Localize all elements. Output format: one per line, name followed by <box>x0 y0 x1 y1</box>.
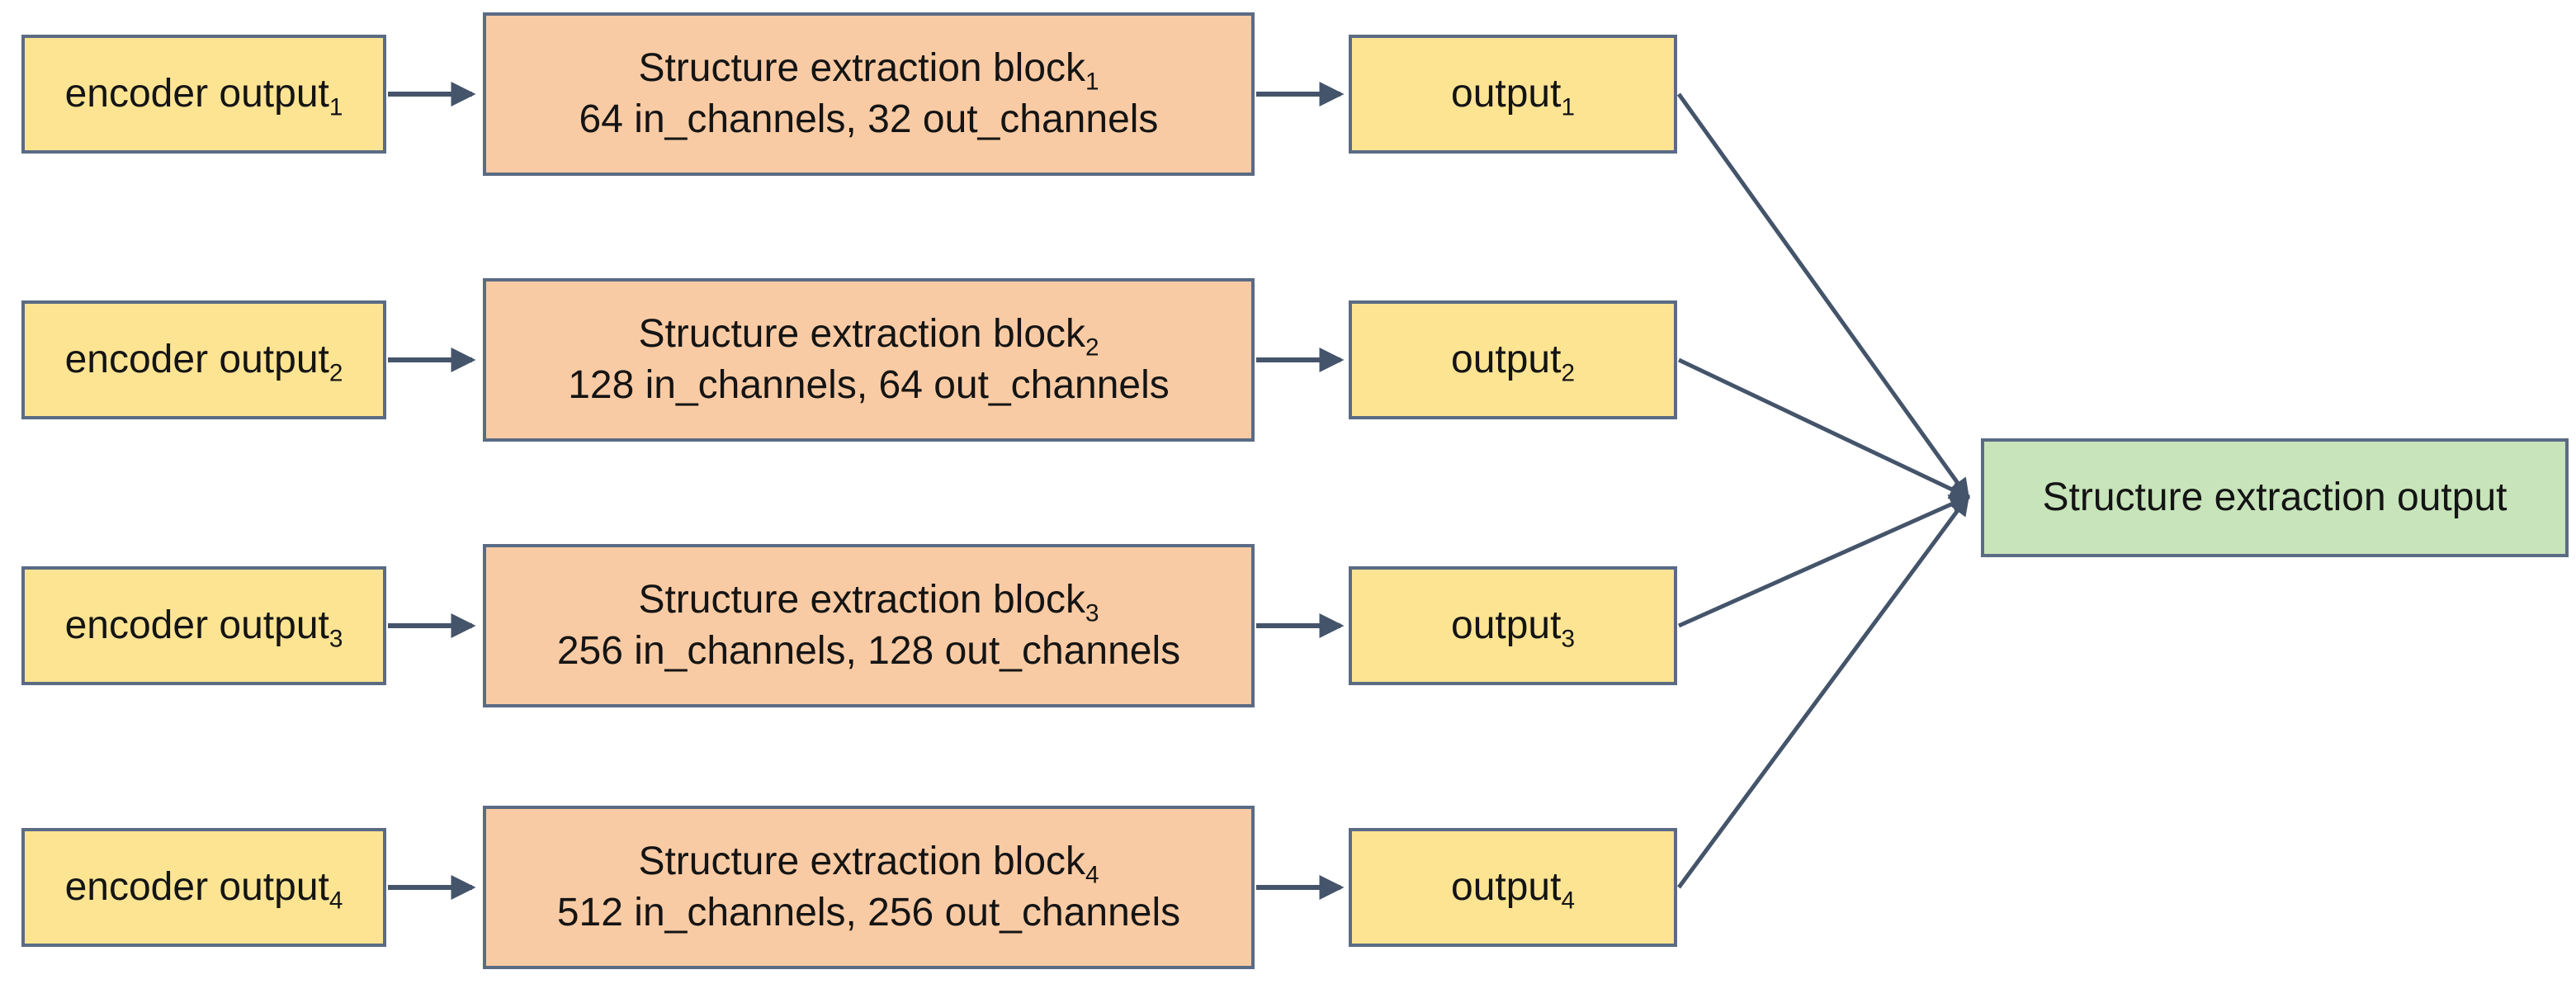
output-1-label: output1 <box>1451 72 1575 121</box>
line-output3-to-final <box>1677 494 1971 628</box>
block-4-channels: 512 in_channels, 256 out_channels <box>556 891 1181 934</box>
structure-extraction-block-2-box: Structure extraction block2 128 in_chann… <box>483 278 1255 442</box>
structure-extraction-block-4-box: Structure extraction block4 512 in_chann… <box>483 806 1255 969</box>
encoder-output-1-label: encoder output1 <box>64 72 343 121</box>
output-1-box: output1 <box>1349 35 1677 154</box>
structure-extraction-output-box: Structure extraction output <box>1981 438 2569 557</box>
block-2-title: Structure extraction block2 <box>638 312 1099 362</box>
structure-extraction-output-label: Structure extraction output <box>2042 475 2507 519</box>
block-3-title: Structure extraction block3 <box>638 578 1099 627</box>
output-4-box: output4 <box>1349 828 1677 947</box>
line-output2-to-final <box>1677 357 1971 499</box>
block-4-title: Structure extraction block4 <box>638 840 1099 889</box>
output-2-label: output2 <box>1451 338 1575 387</box>
line-output1-to-final <box>1676 92 1970 500</box>
block-1-title: Structure extraction block1 <box>638 46 1099 96</box>
encoder-output-3-label: encoder output3 <box>64 603 343 653</box>
output-4-label: output4 <box>1451 865 1575 915</box>
block-1-channels: 64 in_channels, 32 out_channels <box>579 97 1159 141</box>
output-3-box: output3 <box>1349 566 1677 685</box>
encoder-output-1-box: encoder output1 <box>21 35 386 154</box>
encoder-output-2-label: encoder output2 <box>64 338 343 387</box>
structure-extraction-block-3-box: Structure extraction block3 256 in_chann… <box>483 544 1255 707</box>
line-output4-to-final <box>1676 494 1970 889</box>
encoder-output-4-label: encoder output4 <box>64 865 343 915</box>
encoder-output-3-box: encoder output3 <box>21 566 386 685</box>
output-3-label: output3 <box>1451 603 1575 653</box>
output-2-box: output2 <box>1349 300 1677 419</box>
encoder-output-2-box: encoder output2 <box>21 300 386 419</box>
encoder-output-4-box: encoder output4 <box>21 828 386 947</box>
block-2-channels: 128 in_channels, 64 out_channels <box>568 363 1170 407</box>
structure-extraction-block-1-box: Structure extraction block1 64 in_channe… <box>483 12 1255 176</box>
block-3-channels: 256 in_channels, 128 out_channels <box>556 629 1181 673</box>
